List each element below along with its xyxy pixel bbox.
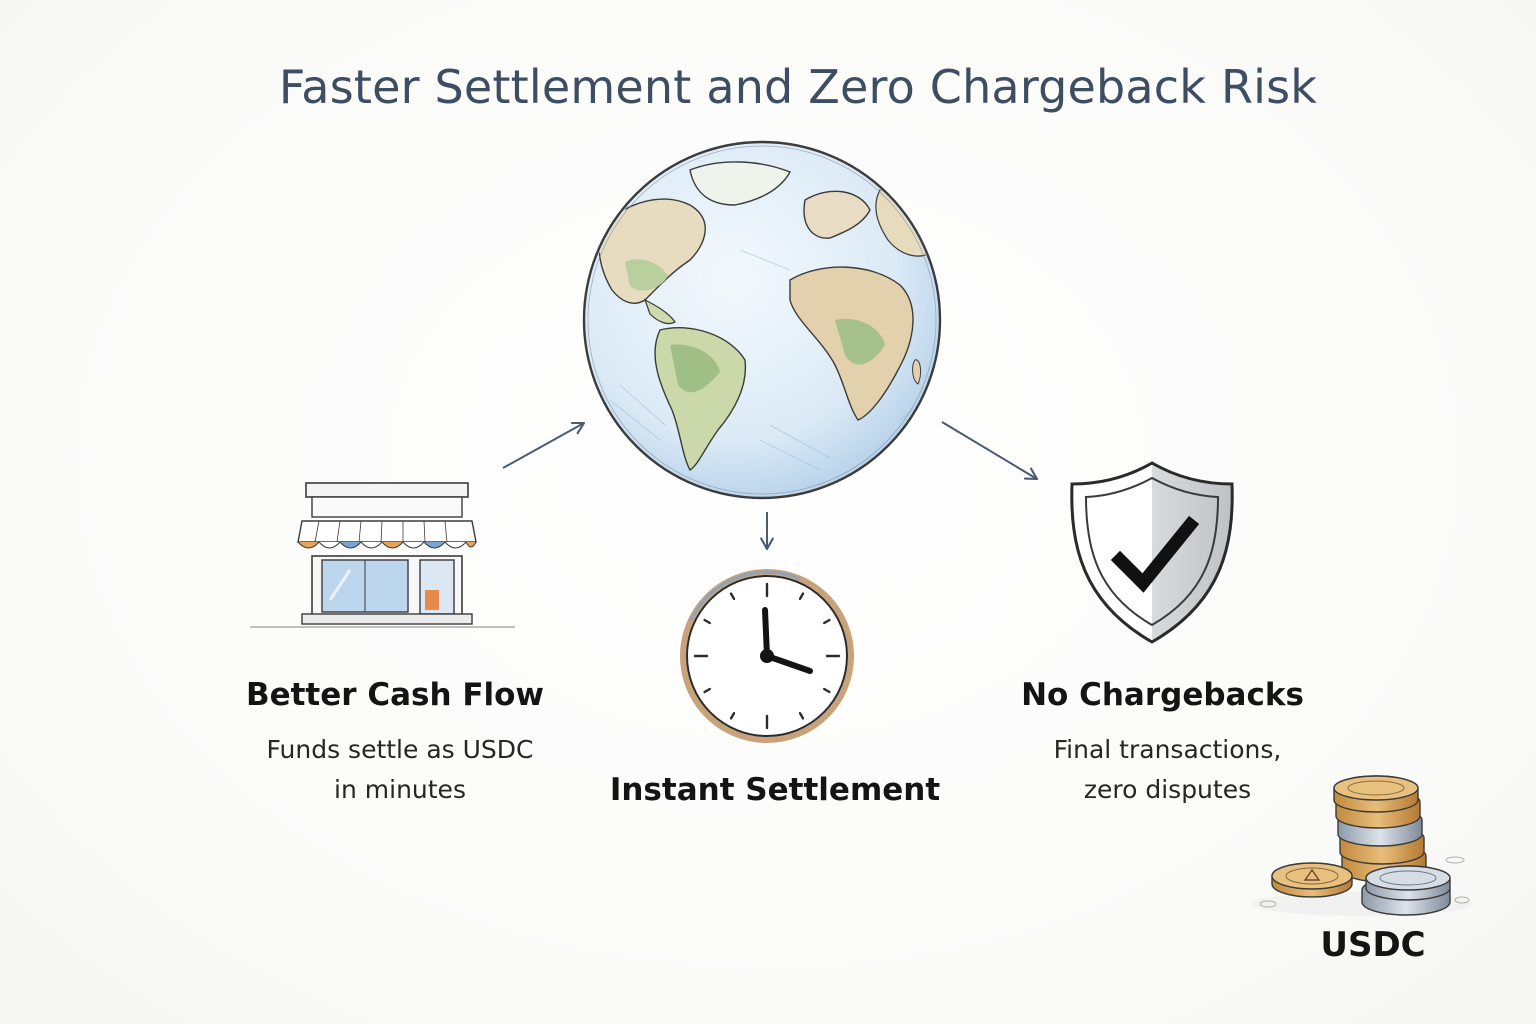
no-chargebacks-description-line1: Final transactions, — [1053, 735, 1282, 764]
cash-flow-description: Funds settle as USDC in minutes — [215, 730, 585, 810]
no-chargebacks-description-line2: zero disputes — [1083, 775, 1252, 804]
cash-flow-description-line2: in minutes — [334, 775, 466, 804]
cash-flow-description-line1: Funds settle as USDC — [266, 735, 534, 764]
storefront-icon — [250, 482, 515, 628]
clock-icon — [680, 569, 854, 743]
page-title: Faster Settlement and Zero Chargeback Ri… — [278, 60, 1318, 114]
no-chargebacks-description: Final transactions, zero disputes — [1000, 730, 1335, 810]
shield-check-icon — [1070, 461, 1234, 644]
globe-icon — [582, 140, 942, 500]
coin-stack-icon — [1252, 775, 1472, 916]
usdc-label: USDC — [1320, 925, 1426, 965]
instant-settlement-heading: Instant Settlement — [609, 772, 941, 808]
no-chargebacks-heading: No Chargebacks — [1021, 677, 1304, 713]
arrow-globe-to-shield — [941, 421, 1039, 481]
arrow-store-to-globe — [502, 421, 586, 469]
cash-flow-heading: Better Cash Flow — [245, 677, 545, 713]
